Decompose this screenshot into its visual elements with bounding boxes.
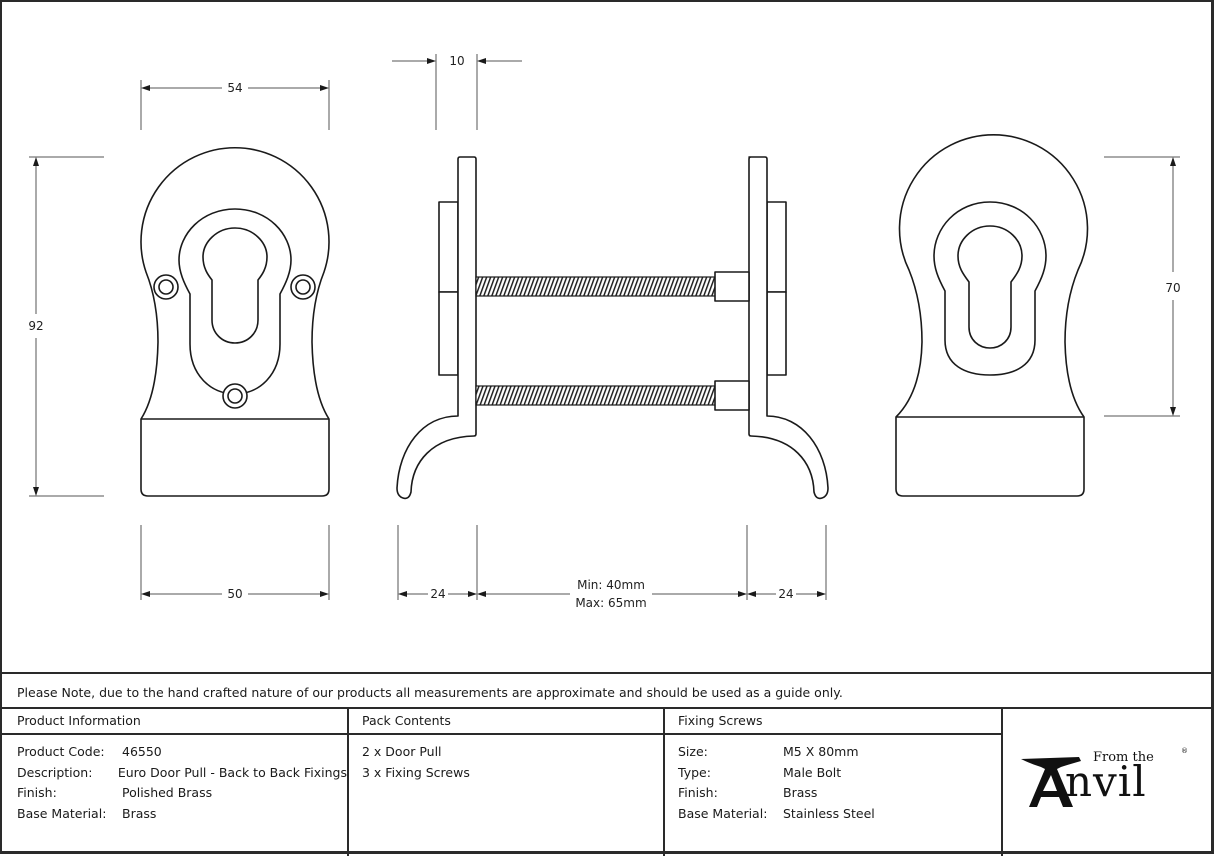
front-view-right — [895, 134, 1089, 497]
spec-label: Base Material: — [678, 806, 768, 822]
spec-value: Male Bolt — [783, 764, 842, 780]
pack-contents-heading: Pack Contents — [349, 709, 663, 735]
spec-row: Base Material: Brass — [17, 806, 347, 827]
spec-row: Size: M5 X 80mm — [678, 744, 1001, 765]
spec-label: Finish: — [678, 785, 718, 801]
svg-text:Min: 40mm: Min: 40mm — [577, 578, 645, 592]
spec-value: 46550 — [122, 744, 162, 759]
spec-value: Euro Door Pull - Back to Back Fixings — [117, 764, 347, 780]
spec-row: Finish: Brass — [678, 785, 1001, 806]
spec-row: Base Material: Stainless Steel — [678, 806, 1001, 827]
svg-text:24: 24 — [778, 587, 793, 601]
brand-logo: From the nvil ® — [1021, 747, 1196, 807]
spec-value: Brass — [122, 806, 157, 822]
spec-label: Base Material: — [17, 806, 107, 822]
spec-label: Product Code: — [17, 744, 105, 759]
spec-value: Brass — [783, 785, 818, 801]
dimension-width-bottom: 50 — [140, 525, 330, 601]
side-view — [396, 156, 829, 500]
dimension-height-left: 92 — [28, 156, 104, 497]
svg-text:10: 10 — [449, 54, 464, 68]
fixing-screws-heading: Fixing Screws — [665, 709, 1001, 735]
product-info-panel: Please Note, due to the hand crafted nat… — [2, 672, 1214, 856]
dimension-door-thickness: 24 Min: 40mm Max: 65mm 24 — [397, 525, 827, 610]
registered-mark: ® — [1181, 747, 1188, 755]
spec-label: Size: — [678, 744, 708, 759]
pack-item: 2 x Door Pull — [362, 744, 442, 759]
logo-from-the: From the — [1093, 750, 1154, 765]
dimension-height-right: 70 — [1104, 156, 1181, 417]
spec-label: Finish: — [17, 785, 57, 801]
anvil-icon — [1021, 757, 1081, 807]
spec-row: Product Code: 46550 — [17, 744, 347, 765]
spec-value: M5 X 80mm — [783, 744, 859, 759]
spec-row: Type: Male Bolt — [678, 765, 1001, 786]
spec-row: Finish: Polished Brass — [17, 785, 347, 806]
product-information-section: Product Information Product Code: 46550 … — [2, 709, 349, 856]
svg-text:70: 70 — [1165, 281, 1180, 295]
front-view-left — [140, 147, 330, 497]
spec-row: Description: Euro Door Pull - Back to Ba… — [17, 765, 347, 786]
spec-value: Stainless Steel — [783, 806, 875, 822]
logo-wordmark: nvil — [1065, 757, 1147, 806]
spec-label: Description: — [17, 764, 93, 780]
technical-drawing: 54 92 50 — [28, 54, 1181, 610]
spec-value: Polished Brass — [122, 785, 213, 801]
svg-text:24: 24 — [430, 587, 445, 601]
svg-text:92: 92 — [28, 319, 43, 333]
spec-label: Type: — [678, 764, 711, 780]
brand-logo-section: From the nvil ® — [1003, 709, 1214, 856]
pack-item: 3 x Fixing Screws — [362, 764, 470, 780]
dimension-thickness: 10 — [392, 54, 522, 130]
pack-contents-section: Pack Contents 2 x Door Pull 3 x Fixing S… — [349, 709, 665, 856]
svg-text:50: 50 — [227, 587, 242, 601]
product-information-heading: Product Information — [2, 709, 347, 735]
fixing-screws-section: Fixing Screws Size: M5 X 80mm Type: Male… — [665, 709, 1003, 856]
dimension-width-top: 54 — [140, 80, 330, 130]
svg-text:Max: 65mm: Max: 65mm — [575, 596, 646, 610]
measurement-note: Please Note, due to the hand crafted nat… — [2, 672, 1214, 709]
svg-text:54: 54 — [227, 81, 242, 95]
